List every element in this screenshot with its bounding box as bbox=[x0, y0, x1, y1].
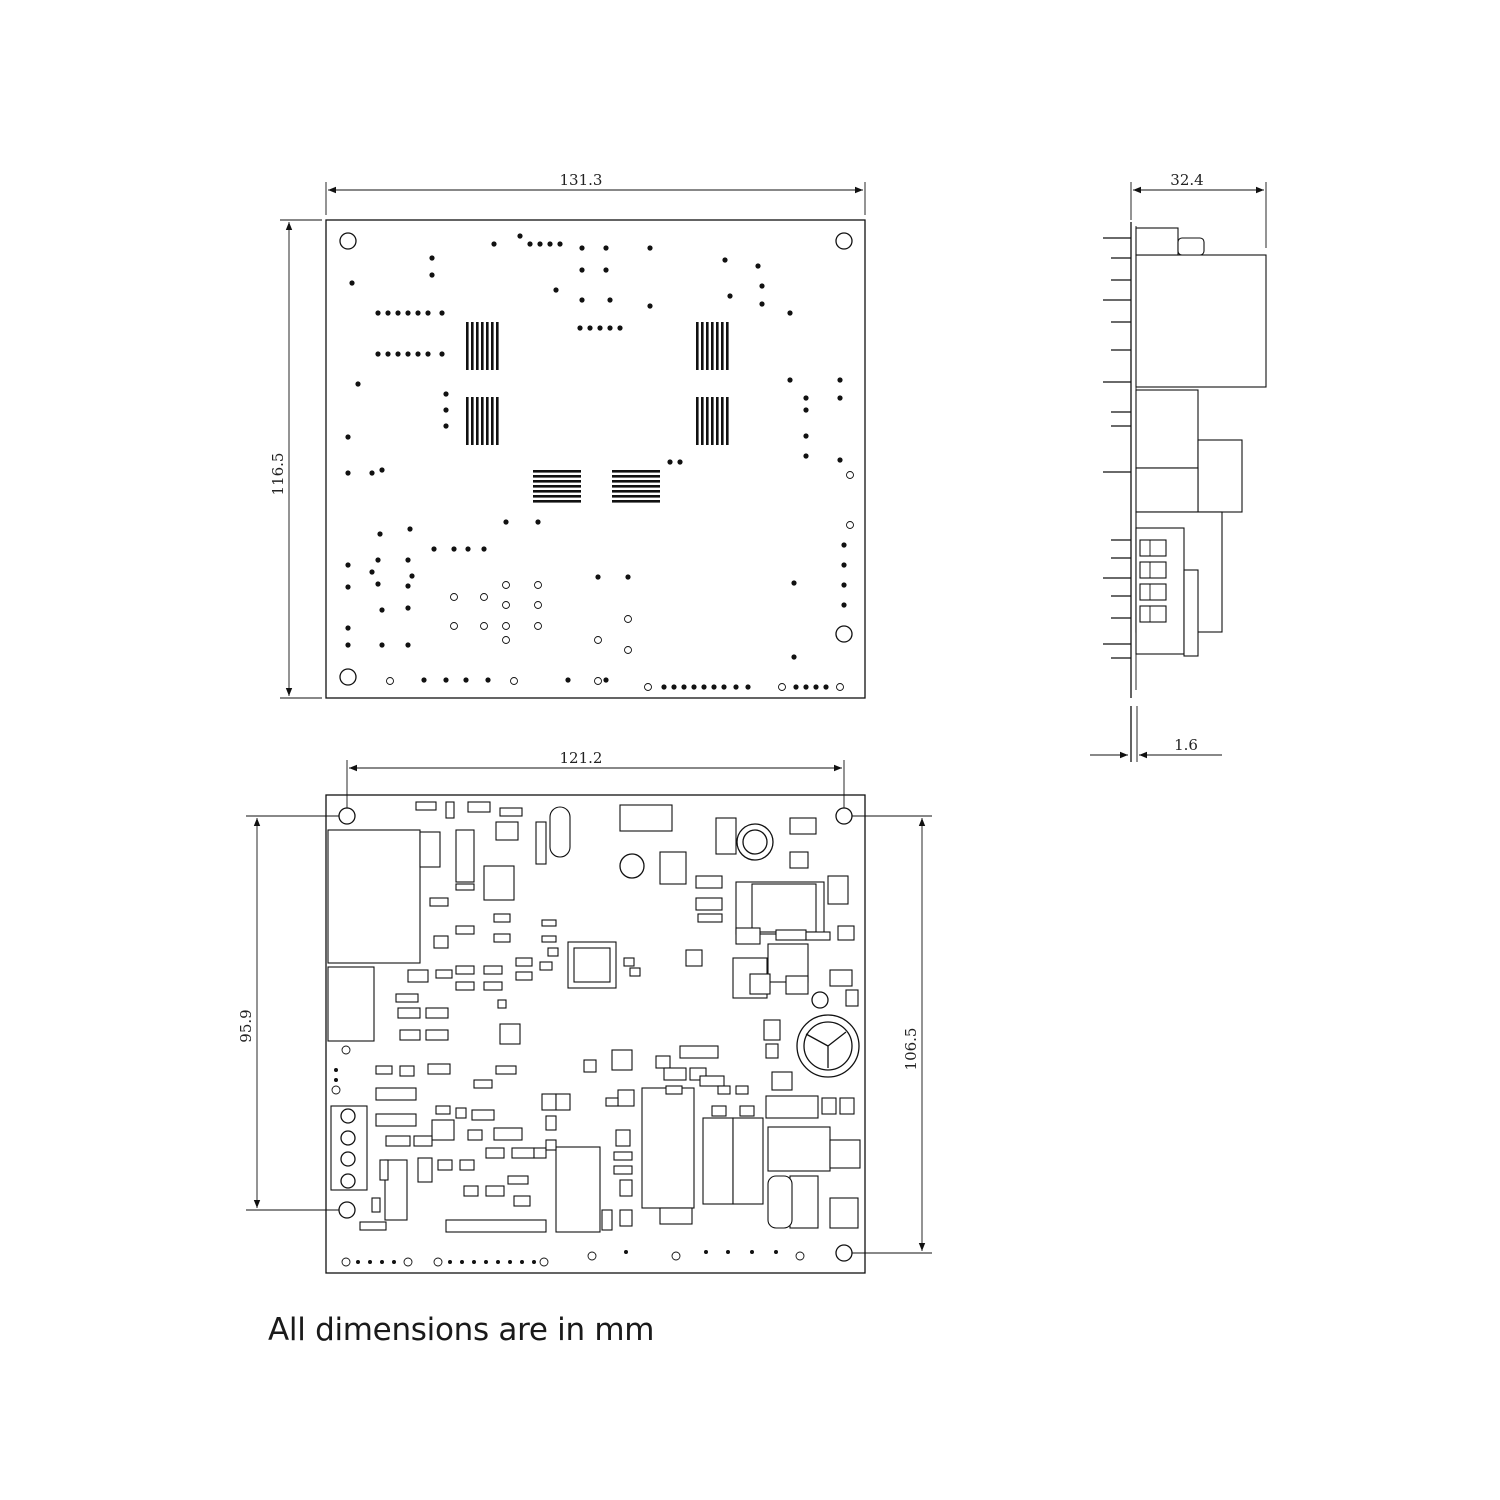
bottom-x-label: 121.2 bbox=[560, 749, 603, 767]
bottom-view-board bbox=[325, 794, 866, 1274]
top-height-dimension: 116.5 bbox=[269, 219, 322, 699]
side-depth-label: 32.4 bbox=[1170, 171, 1203, 189]
top-view-board bbox=[325, 219, 866, 699]
bottom-left-y-dimension: 95.9 bbox=[237, 815, 339, 1211]
bottom-right-y-label: 106.5 bbox=[902, 1028, 920, 1071]
side-depth-dimension: 32.4 bbox=[1130, 171, 1267, 248]
top-height-label: 116.5 bbox=[269, 453, 287, 496]
bottom-left-y-label: 95.9 bbox=[237, 1009, 255, 1042]
top-width-label: 131.3 bbox=[560, 171, 603, 189]
side-thickness-label: 1.6 bbox=[1174, 736, 1198, 754]
units-note: All dimensions are in mm bbox=[268, 1312, 655, 1348]
side-thickness-dimension: 1.6 bbox=[1090, 706, 1222, 762]
bottom-right-y-dimension: 106.5 bbox=[852, 815, 932, 1254]
side-view-board bbox=[1103, 222, 1267, 762]
bottom-x-dimension: 121.2 bbox=[346, 749, 845, 808]
top-width-dimension: 131.3 bbox=[325, 171, 866, 215]
